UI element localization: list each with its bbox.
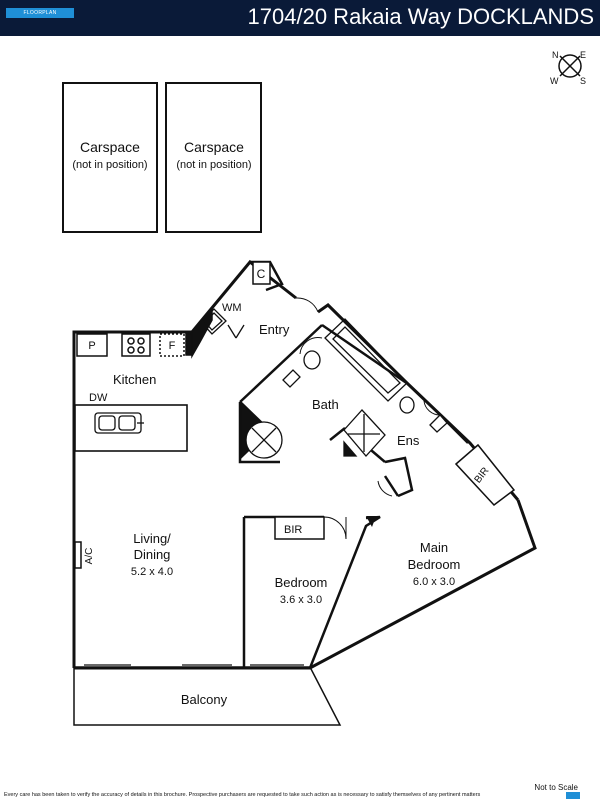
shower-icon — [240, 400, 386, 460]
label-dw: DW — [89, 392, 108, 404]
label-bath: Bath — [312, 397, 339, 412]
compass-s: S — [580, 76, 586, 86]
label-main-1: Main — [420, 540, 448, 555]
kitchen-bench — [76, 308, 213, 359]
footer-logo — [566, 792, 580, 799]
label-wm: WM — [222, 302, 242, 314]
washing-machine-icon — [200, 308, 245, 339]
door-jamb — [366, 516, 376, 527]
label-bedroom-size: 3.6 x 3.0 — [280, 594, 322, 606]
carspace-2: Carspace (not in position) — [165, 82, 262, 233]
bathtub-icon — [324, 318, 408, 402]
door-swings — [295, 297, 441, 540]
label-kitchen: Kitchen — [113, 372, 156, 387]
label-c: C — [257, 267, 266, 281]
sink-icon — [94, 412, 144, 434]
label-pantry: P — [88, 340, 95, 352]
label-balcony: Balcony — [181, 692, 228, 707]
floor-plan: N E W S Carspace (not in position) Carsp… — [62, 50, 586, 726]
carspace-2-title: Carspace — [184, 139, 244, 155]
carspace-1: Carspace (not in position) — [62, 82, 158, 233]
label-fridge: F — [169, 340, 176, 352]
brand-logo: FLOORPLAN DIMENSIONS — [6, 8, 74, 18]
carspace-1-note: (not in position) — [72, 159, 147, 171]
toilet-icon — [282, 350, 448, 433]
label-main-2: Bedroom — [408, 557, 461, 572]
sliding-doors — [84, 664, 304, 669]
label-living-1: Living/ — [133, 531, 171, 546]
header-bar: FLOORPLAN DIMENSIONS 1704/20 Rakaia Way … — [0, 0, 600, 36]
disclaimer: Every care has been taken to verify the … — [4, 792, 481, 798]
compass-icon: N E W S — [550, 50, 586, 86]
label-main-size: 6.0 x 3.0 — [413, 576, 455, 588]
compass-n: N — [552, 50, 559, 60]
carspace-2-note: (not in position) — [176, 159, 251, 171]
label-living-2: Dining — [134, 547, 171, 562]
compass-w: W — [550, 76, 559, 86]
compass-e: E — [580, 50, 586, 60]
carspace-1-title: Carspace — [80, 139, 140, 155]
interior-walls — [74, 260, 469, 669]
room-boxes — [74, 261, 516, 569]
scale-note: Not to Scale — [534, 783, 578, 792]
label-bedroom: Bedroom — [275, 575, 328, 590]
label-entry: Entry — [259, 322, 290, 337]
label-living-size: 5.2 x 4.0 — [131, 566, 173, 578]
label-ens: Ens — [397, 433, 420, 448]
property-address: 1704/20 Rakaia Way DOCKLANDS — [247, 4, 594, 29]
label-bir-bed: BIR — [284, 524, 302, 536]
label-ac: A/C — [84, 548, 95, 565]
